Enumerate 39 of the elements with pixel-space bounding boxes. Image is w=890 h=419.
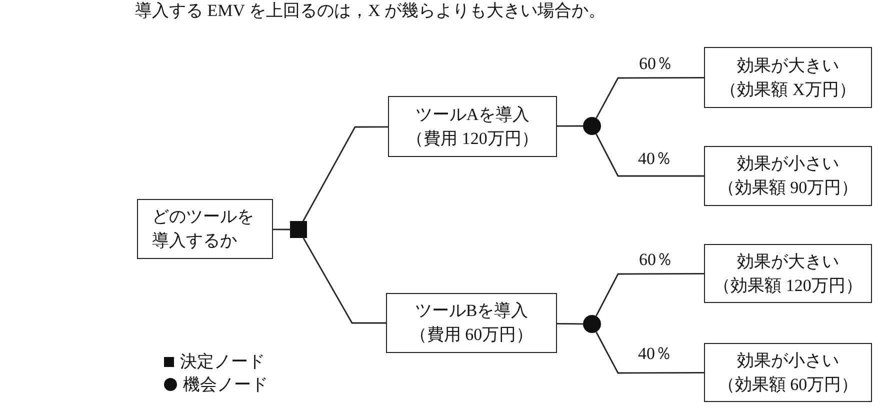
outcome-title: 効果が大きい [737, 54, 839, 76]
question-sentence: 導入する EMV を上回るのは，X が幾らよりも大きい場合か。 [135, 1, 606, 21]
question-box [137, 199, 273, 259]
chance-node-circle [583, 315, 601, 333]
branch-line [596, 77, 704, 118]
amount-text: （効果額 120万円） [714, 274, 862, 296]
amount-text: （効果額 90万円） [718, 177, 858, 199]
decision-node-square [290, 221, 307, 238]
outcome-box [704, 146, 872, 206]
option-box [386, 293, 557, 353]
outcome-box [704, 47, 872, 108]
legend-label: 機会ノード [183, 374, 268, 394]
outcome-box [704, 343, 872, 402]
branch-line [557, 125, 583, 127]
probability-label: 40％ [638, 344, 672, 364]
amount-text: （効果額 60万円） [718, 374, 858, 396]
option-title: ツールBを導入 [414, 300, 528, 322]
branch-line [596, 332, 704, 374]
outcome-box [704, 244, 872, 303]
outcome-title: 効果が大きい [737, 250, 839, 272]
question-text: どのツールを導入するか [152, 206, 255, 252]
probability-label: 60％ [639, 54, 673, 74]
probability-label: 40％ [638, 149, 672, 169]
branch-line [273, 228, 290, 230]
branch-line [596, 134, 704, 177]
probability-label: 60％ [639, 250, 673, 270]
outcome-title: 効果が小さい [737, 153, 839, 175]
cost-text: （費用 120万円） [406, 128, 538, 150]
outcome-title: 効果が小さい [737, 350, 839, 372]
chance-node-circle [583, 117, 601, 135]
legend-label: 決定ノード [180, 352, 265, 372]
branch-line [302, 126, 388, 222]
option-title: ツールAを導入 [415, 104, 530, 126]
branch-line [302, 238, 386, 324]
amount-text: （効果額 X万円） [720, 78, 856, 100]
branch-line [596, 273, 704, 316]
cost-text: （費用 60万円） [410, 324, 534, 346]
branch-line [557, 323, 583, 325]
option-box [388, 96, 557, 157]
